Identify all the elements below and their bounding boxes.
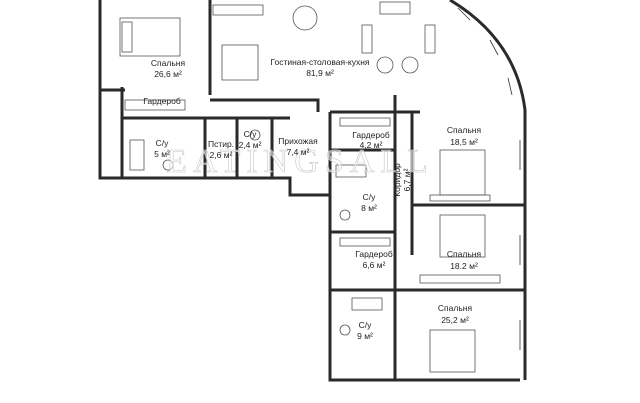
bathtub	[129, 139, 145, 171]
room-name-wc-small: С/у	[244, 129, 258, 139]
walls	[98, 0, 527, 382]
room-name-bedroom-top-left: Спальня	[151, 58, 186, 68]
room-area-bedroom-right-bottom: 25,2 м²	[441, 315, 469, 325]
room-area-living-kitchen: 81,9 м²	[306, 68, 334, 78]
bed	[439, 214, 486, 258]
armchair	[376, 56, 394, 74]
room-area-corridor: 6,7 м²	[402, 168, 412, 191]
kitchen-island	[221, 44, 259, 81]
room-name-corridor: Коридор	[392, 163, 402, 197]
wardrobe-shelf	[339, 237, 391, 247]
bed	[119, 17, 181, 57]
room-name-bathroom-left: С/у	[156, 138, 170, 148]
bed	[439, 149, 486, 196]
wardrobe-shelf	[339, 117, 391, 127]
room-name-wardrobe-mid: Гардероб	[352, 130, 390, 140]
kitchen-counter	[212, 4, 264, 16]
room-name-bathroom-9: С/у	[359, 320, 373, 330]
room-name-bedroom-right-bottom: Спальня	[438, 303, 473, 313]
room-name-bedroom-right-mid: Спальня	[447, 249, 482, 259]
wall-corridor-top	[393, 95, 420, 114]
toilet	[339, 209, 351, 221]
room-name-pantry: Пстир.	[208, 139, 234, 149]
room-name-wardrobe-lower: Гардероб	[355, 249, 393, 259]
bathtub	[351, 297, 383, 311]
pillow	[121, 21, 133, 53]
room-area-wardrobe-lower: 6,6 м²	[363, 260, 386, 270]
room-name-bathroom-8: С/у	[363, 192, 377, 202]
toilet	[162, 159, 174, 171]
window	[507, 77, 513, 96]
room-area-bedroom-top-left: 26,6 м²	[154, 69, 182, 79]
room-area-bathroom-9: 9 м²	[357, 331, 373, 341]
sofa-side	[361, 24, 373, 54]
dining-table	[292, 5, 318, 31]
tv-stand	[424, 24, 436, 54]
room-name-living-kitchen: Гостиная-столовая-кухня	[270, 57, 369, 67]
room-labels: Спальня 26,6 м² Гардероб Гостиная-столов…	[143, 57, 481, 341]
wall-living-bottom	[210, 98, 320, 112]
curved-facade	[449, 0, 527, 380]
room-area-wc-small: 2,4 м²	[239, 140, 262, 150]
toilet	[249, 129, 261, 141]
room-name-bedroom-right-top: Спальня	[447, 125, 482, 135]
wall-bedroom-left	[98, 0, 125, 92]
sofa	[379, 1, 411, 15]
armchair	[401, 56, 419, 74]
windows	[457, 7, 521, 350]
room-area-pantry: 2,6 м²	[210, 150, 233, 160]
wardrobe-shelf	[419, 274, 501, 284]
bed	[429, 329, 476, 373]
room-area-bedroom-right-mid: 18.2 м²	[450, 261, 478, 271]
wardrobe-shelf	[429, 194, 491, 202]
room-name-hallway: Прихожая	[278, 136, 318, 146]
room-area-wardrobe-mid: 4,2 м²	[360, 140, 383, 150]
furniture	[119, 1, 501, 373]
window	[489, 39, 499, 56]
window	[457, 7, 471, 21]
room-area-bathroom-left: 5 м²	[154, 149, 170, 159]
wardrobe-shelf	[124, 99, 186, 111]
room-name-wardrobe-top-left: Гардероб	[143, 96, 181, 106]
room-area-bathroom-8: 8 м²	[361, 203, 377, 213]
room-area-hallway: 7,4 м²	[287, 147, 310, 157]
watermark: EATINGSALL	[166, 143, 434, 180]
bathtub	[335, 164, 367, 178]
room-area-bedroom-right-top: 18,5 м²	[450, 137, 478, 147]
toilet	[339, 324, 351, 336]
